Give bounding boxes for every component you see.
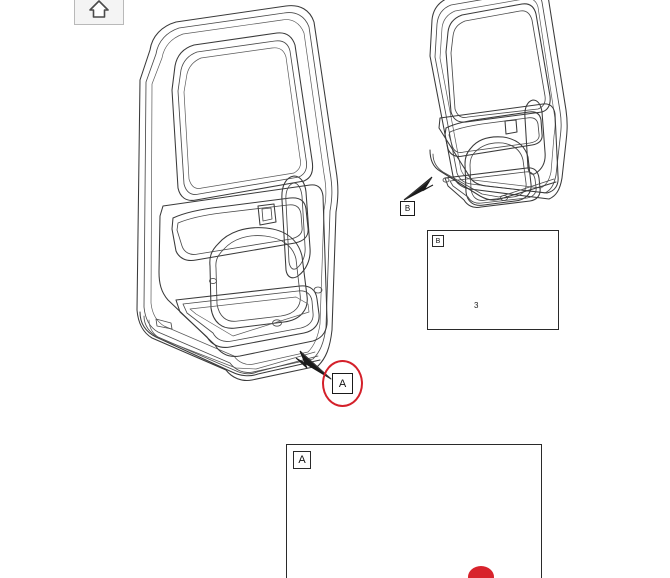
secondary-door-assembly bbox=[429, 0, 568, 209]
part-number-3: 3 bbox=[474, 301, 479, 310]
detail-panel-a-tag: A bbox=[293, 451, 311, 469]
detail-panel-b[interactable]: B bbox=[427, 230, 559, 330]
red-annotation-dot bbox=[468, 566, 494, 578]
detail-panel-a[interactable]: A bbox=[286, 444, 542, 578]
detail-panel-b-tag: B bbox=[432, 235, 444, 247]
callout-leader-arrows bbox=[295, 176, 434, 380]
red-annotation-ellipse bbox=[322, 360, 363, 407]
home-up-button[interactable] bbox=[74, 0, 124, 25]
main-door-assembly bbox=[136, 5, 339, 381]
home-up-arrow-icon bbox=[89, 0, 109, 18]
callout-marker-b[interactable]: B bbox=[400, 201, 415, 216]
